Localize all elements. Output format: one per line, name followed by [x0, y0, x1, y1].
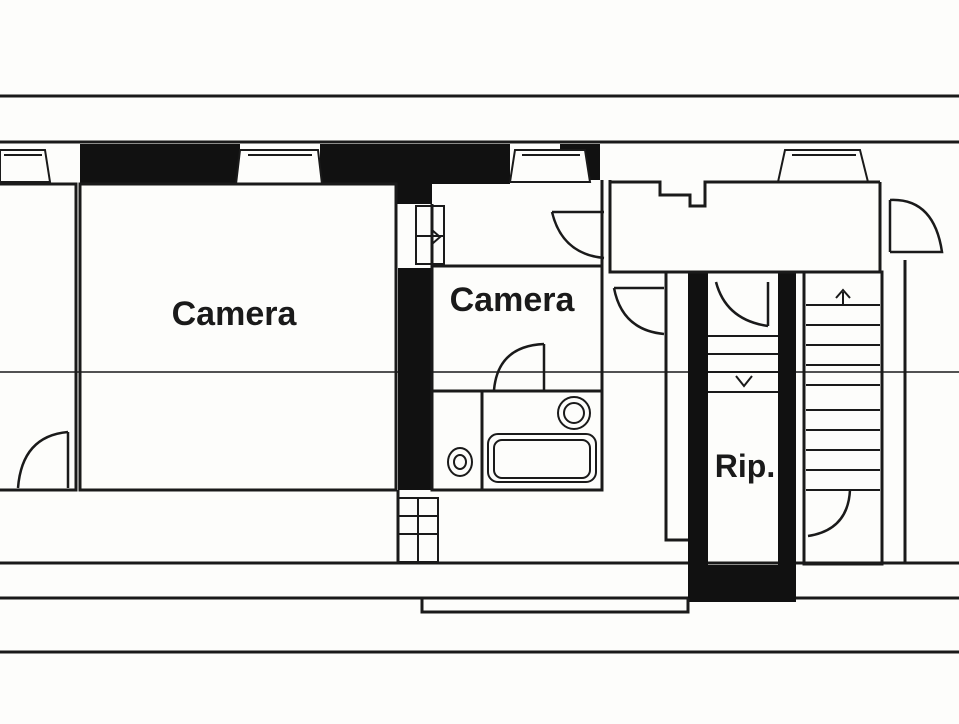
room-label-ripostiglio: Rip.: [715, 448, 775, 484]
door-swing-icon: [16, 198, 944, 538]
room-outlines: [0, 180, 907, 614]
room-label-camera-1: Camera: [172, 295, 298, 333]
window-icon: [0, 149, 870, 185]
stair-icon: [397, 205, 880, 563]
facade-lines: [0, 94, 959, 654]
room-label-camera-2: Camera: [450, 281, 576, 319]
toilet-icon: [447, 447, 473, 477]
solid-walls: [80, 144, 796, 602]
sink-icon: [557, 396, 591, 430]
bathtub-icon: [487, 433, 597, 483]
